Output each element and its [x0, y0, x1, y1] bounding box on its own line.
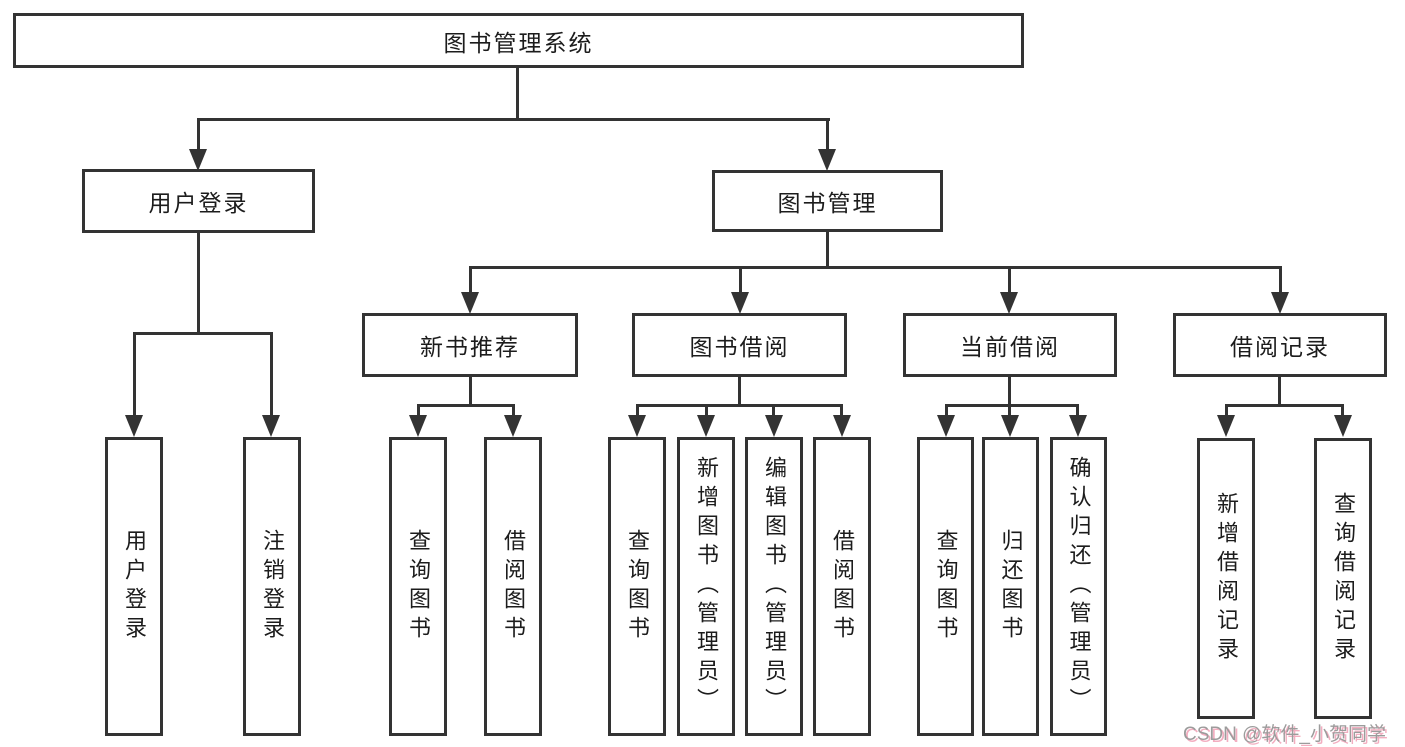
connector-borrowing-stem [738, 377, 741, 405]
connector-drop-records-add [1225, 404, 1228, 417]
arrowhead-to-recommend-borrow [504, 415, 522, 437]
leaf-current-return-book: 归还图书 [982, 437, 1039, 736]
connector-drop-leaf-logout [270, 332, 273, 416]
connector-drop-borrowing-query [636, 404, 639, 417]
connector-drop-recommend-borrow [512, 404, 515, 417]
connector-current-split [945, 404, 1079, 407]
connector-drop-borrowing-add [705, 404, 708, 417]
connector-current-stem [1008, 377, 1011, 405]
connector-drop-book-management [826, 118, 829, 152]
csdn-watermark: CSDN @软件_小贺同学 [1183, 724, 1386, 745]
connector-drop-current-confirm [1076, 404, 1079, 417]
node-root-library-system: 图书管理系统 [13, 13, 1024, 68]
connector-drop-current-query [945, 404, 948, 417]
connector-drop-leaf-user-login [133, 332, 136, 416]
leaf-borrowing-borrow-book-label: 借阅图书 [830, 528, 855, 645]
arrowhead-to-current-query [937, 415, 955, 437]
leaf-recommend-query-book: 查询图书 [389, 437, 447, 736]
arrowhead-to-records-query [1334, 415, 1352, 437]
leaf-borrowing-borrow-book: 借阅图书 [813, 437, 871, 736]
node-root-label: 图书管理系统 [443, 29, 594, 56]
connector-drop-current-return [1008, 404, 1011, 417]
node-borrowing-records-label: 借阅记录 [1230, 334, 1330, 360]
leaf-current-query-book-label: 查询图书 [933, 528, 959, 645]
connector-drop-borrowing-records [1279, 266, 1282, 294]
leaf-borrowing-add-book: 新增图书（管理员） [677, 437, 735, 736]
leaf-user-login: 用户登录 [105, 437, 163, 736]
arrowhead-to-borrowing-query [628, 415, 646, 437]
arrowhead-to-records-add [1217, 415, 1235, 437]
arrowhead-to-borrowing-edit [765, 415, 783, 437]
connector-drop-recommend-query [417, 404, 420, 417]
leaf-records-query-record-label: 查询借阅记录 [1331, 491, 1356, 666]
connector-root-stem [516, 68, 519, 119]
connector-drop-borrowing-edit [772, 404, 775, 417]
leaf-borrowing-query-book-label: 查询图书 [625, 528, 650, 645]
arrowhead-to-user-login [189, 149, 207, 171]
leaf-current-confirm-return: 确认归还（管理员） [1050, 437, 1107, 736]
arrowhead-to-book-management [818, 149, 836, 171]
arrowhead-to-book-borrowing [731, 292, 749, 314]
node-new-book-recommendation: 新书推荐 [362, 313, 578, 377]
node-book-borrowing: 图书借阅 [632, 313, 847, 377]
leaf-current-return-book-label: 归还图书 [998, 528, 1024, 645]
connector-user-login-stem [197, 233, 200, 333]
node-borrowing-records: 借阅记录 [1173, 313, 1387, 377]
connector-drop-current-borrowing [1008, 266, 1011, 294]
connector-recommendation-split [417, 404, 515, 407]
leaf-user-login-label: 用户登录 [122, 528, 147, 645]
arrowhead-to-leaf-user-login [125, 415, 143, 437]
leaf-borrowing-query-book: 查询图书 [608, 437, 666, 736]
leaf-logout-login-label: 注销登录 [260, 528, 285, 645]
arrowhead-to-recommend-query [409, 415, 427, 437]
leaf-records-add-record: 新增借阅记录 [1197, 438, 1255, 719]
leaf-borrowing-add-book-label: 新增图书（管理员） [694, 456, 719, 717]
connector-drop-borrowing-borrow [840, 404, 843, 417]
connector-drop-book-borrowing [739, 266, 742, 294]
node-user-login: 用户登录 [82, 169, 315, 233]
arrowhead-to-borrowing-borrow [833, 415, 851, 437]
connector-user-login-split [133, 332, 273, 335]
leaf-borrowing-edit-book: 编辑图书（管理员） [745, 437, 803, 736]
connector-root-split [197, 118, 830, 121]
leaf-logout-login: 注销登录 [243, 437, 301, 736]
leaf-records-query-record: 查询借阅记录 [1314, 438, 1372, 719]
leaf-borrowing-edit-book-label: 编辑图书（管理员） [762, 456, 787, 717]
arrowhead-to-borrowing-records [1271, 292, 1289, 314]
node-book-management: 图书管理 [712, 170, 943, 232]
connector-book-management-split [469, 266, 1282, 269]
node-book-borrowing-label: 图书借阅 [689, 334, 790, 360]
arrowhead-to-current-confirm [1069, 415, 1087, 437]
arrowhead-to-new-book-recommendation [461, 292, 479, 314]
node-book-management-label: 图书管理 [777, 190, 878, 216]
node-current-borrowing: 当前借阅 [903, 313, 1117, 377]
arrowhead-to-current-borrowing [1000, 292, 1018, 314]
leaf-recommend-query-book-label: 查询图书 [406, 528, 431, 645]
leaf-current-confirm-return-label: 确认归还（管理员） [1066, 456, 1092, 717]
connector-recommendation-stem [469, 377, 472, 406]
leaf-records-add-record-label: 新增借阅记录 [1214, 491, 1239, 666]
node-new-book-recommendation-label: 新书推荐 [420, 334, 520, 360]
leaf-recommend-borrow-book-label: 借阅图书 [501, 528, 526, 645]
arrowhead-to-borrowing-add [697, 415, 715, 437]
connector-records-split [1225, 404, 1344, 407]
connector-drop-user-login [197, 118, 200, 152]
connector-drop-records-query [1341, 404, 1344, 417]
node-user-login-label: 用户登录 [148, 190, 249, 216]
connector-drop-new-book-recommendation [469, 266, 472, 294]
connector-records-stem [1278, 377, 1281, 405]
leaf-current-query-book: 查询图书 [917, 437, 974, 736]
node-current-borrowing-label: 当前借阅 [960, 334, 1060, 360]
arrowhead-to-leaf-logout [262, 415, 280, 437]
connector-borrowing-split [636, 404, 843, 407]
connector-book-management-stem [826, 232, 829, 269]
leaf-recommend-borrow-book: 借阅图书 [484, 437, 542, 736]
arrowhead-to-current-return [1001, 415, 1019, 437]
